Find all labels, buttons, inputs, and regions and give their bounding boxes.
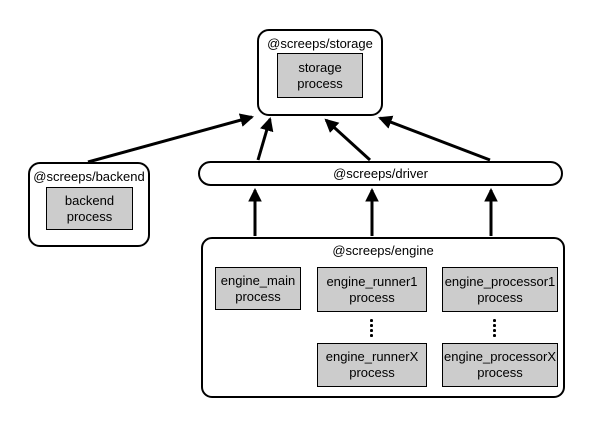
- backend-process-label-line1: backend: [64, 192, 115, 208]
- backend-process-box: backend process: [46, 187, 133, 230]
- package-engine-title: @screeps/engine: [332, 243, 434, 258]
- package-storage-title: @screeps/storage: [267, 36, 373, 51]
- engine-runnerX-process-box: engine_runnerX process: [317, 343, 427, 387]
- engine-main-process-box: engine_main process: [215, 267, 301, 310]
- engine-runnerX-label-line1: engine_runnerX: [325, 349, 419, 364]
- storage-process-box: storage process: [277, 53, 363, 98]
- engine-processor1-label-line2: process: [477, 289, 523, 305]
- package-engine: @screeps/engine engine_main process engi…: [201, 237, 565, 398]
- engine-processorX-label-line2: process: [477, 365, 523, 380]
- vertical-ellipsis-icon: [370, 319, 373, 337]
- engine-runner1-process-box: engine_runner1 process: [317, 267, 427, 312]
- engine-runnerX-label-line2: process: [349, 365, 395, 380]
- storage-process-label-line2: process: [297, 75, 343, 91]
- engine-main-label-line1: engine_main: [220, 272, 296, 288]
- package-backend: @screeps/backend backend process: [28, 162, 150, 247]
- package-driver: @screeps/driver: [198, 161, 563, 186]
- arrow-driver-to-storage-left: [256, 117, 274, 161]
- engine-processor1-label-line1: engine_processor1: [444, 273, 556, 289]
- engine-processorX-process-box: engine_processorX process: [442, 343, 558, 387]
- vertical-ellipsis-icon: [493, 319, 496, 337]
- engine-main-label-line2: process: [235, 288, 281, 304]
- engine-runner1-label-line1: engine_runner1: [326, 273, 418, 289]
- engine-runner1-label-line2: process: [349, 289, 395, 305]
- engine-processor1-process-box: engine_processor1 process: [442, 267, 558, 312]
- arrow-backend-to-storage: [87, 113, 254, 164]
- backend-process-label-line2: process: [66, 208, 113, 224]
- storage-process-label-line1: storage: [298, 59, 342, 75]
- arrow-driver-to-storage-right: [378, 115, 491, 162]
- package-backend-title: @screeps/backend: [33, 169, 145, 184]
- arrow-driver-to-storage-mid: [324, 118, 372, 162]
- package-storage: @screeps/storage storage process: [257, 29, 383, 116]
- engine-processorX-label-line1: engine_processorX: [443, 349, 557, 364]
- package-driver-title: @screeps/driver: [333, 166, 428, 181]
